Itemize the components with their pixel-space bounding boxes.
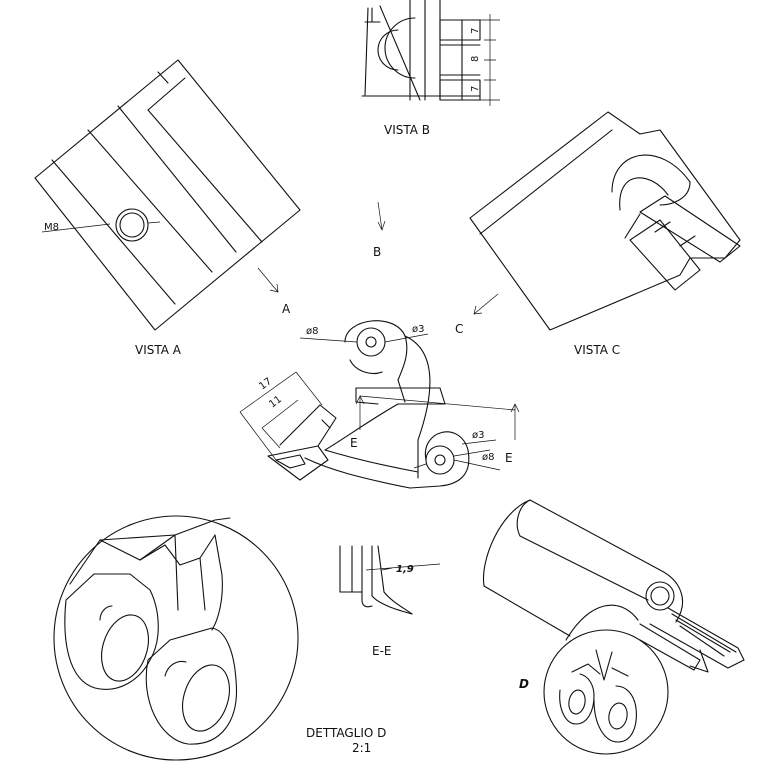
dim-dia3-top: ø3 (412, 324, 424, 335)
marker-e-right: E (505, 451, 513, 465)
isometric-view (482, 499, 745, 755)
vista-b-view (361, 0, 500, 106)
label-detail-d: DETTAGLIO D (306, 726, 386, 740)
label-section-ee: E-E (372, 644, 392, 658)
label-vista-a: VISTA A (135, 343, 182, 357)
main-view (239, 320, 520, 489)
marker-d: D (519, 677, 529, 691)
marker-b: B (373, 245, 381, 259)
marker-a: A (282, 302, 291, 316)
label-vista-b: VISTA B (384, 123, 430, 137)
dim-b-8: 8 (470, 56, 481, 62)
dim-11: 11 (267, 394, 284, 410)
view-arrow-b (377, 201, 386, 231)
dim-dia8-right: ø8 (482, 452, 494, 463)
label-vista-c: VISTA C (574, 343, 620, 357)
detail-d-view (53, 515, 299, 761)
dim-dia8-top: ø8 (306, 326, 318, 337)
label-detail-scale: 2:1 (352, 741, 371, 755)
section-ee-view (339, 545, 441, 615)
dim-17: 17 (257, 376, 274, 392)
view-arrow-c (473, 293, 499, 315)
vista-c-view (469, 111, 741, 331)
vista-a-view (34, 59, 301, 331)
dim-dia3-right: ø3 (472, 430, 484, 441)
marker-c: C (455, 322, 463, 336)
view-arrow-a (257, 267, 279, 293)
marker-e-left: E (350, 436, 358, 450)
dim-b-7-top: 7 (470, 28, 481, 34)
dim-thickness: 1,9 (396, 564, 414, 575)
dim-b-7-bottom: 7 (470, 86, 481, 92)
dim-m8: M8 (44, 222, 59, 233)
